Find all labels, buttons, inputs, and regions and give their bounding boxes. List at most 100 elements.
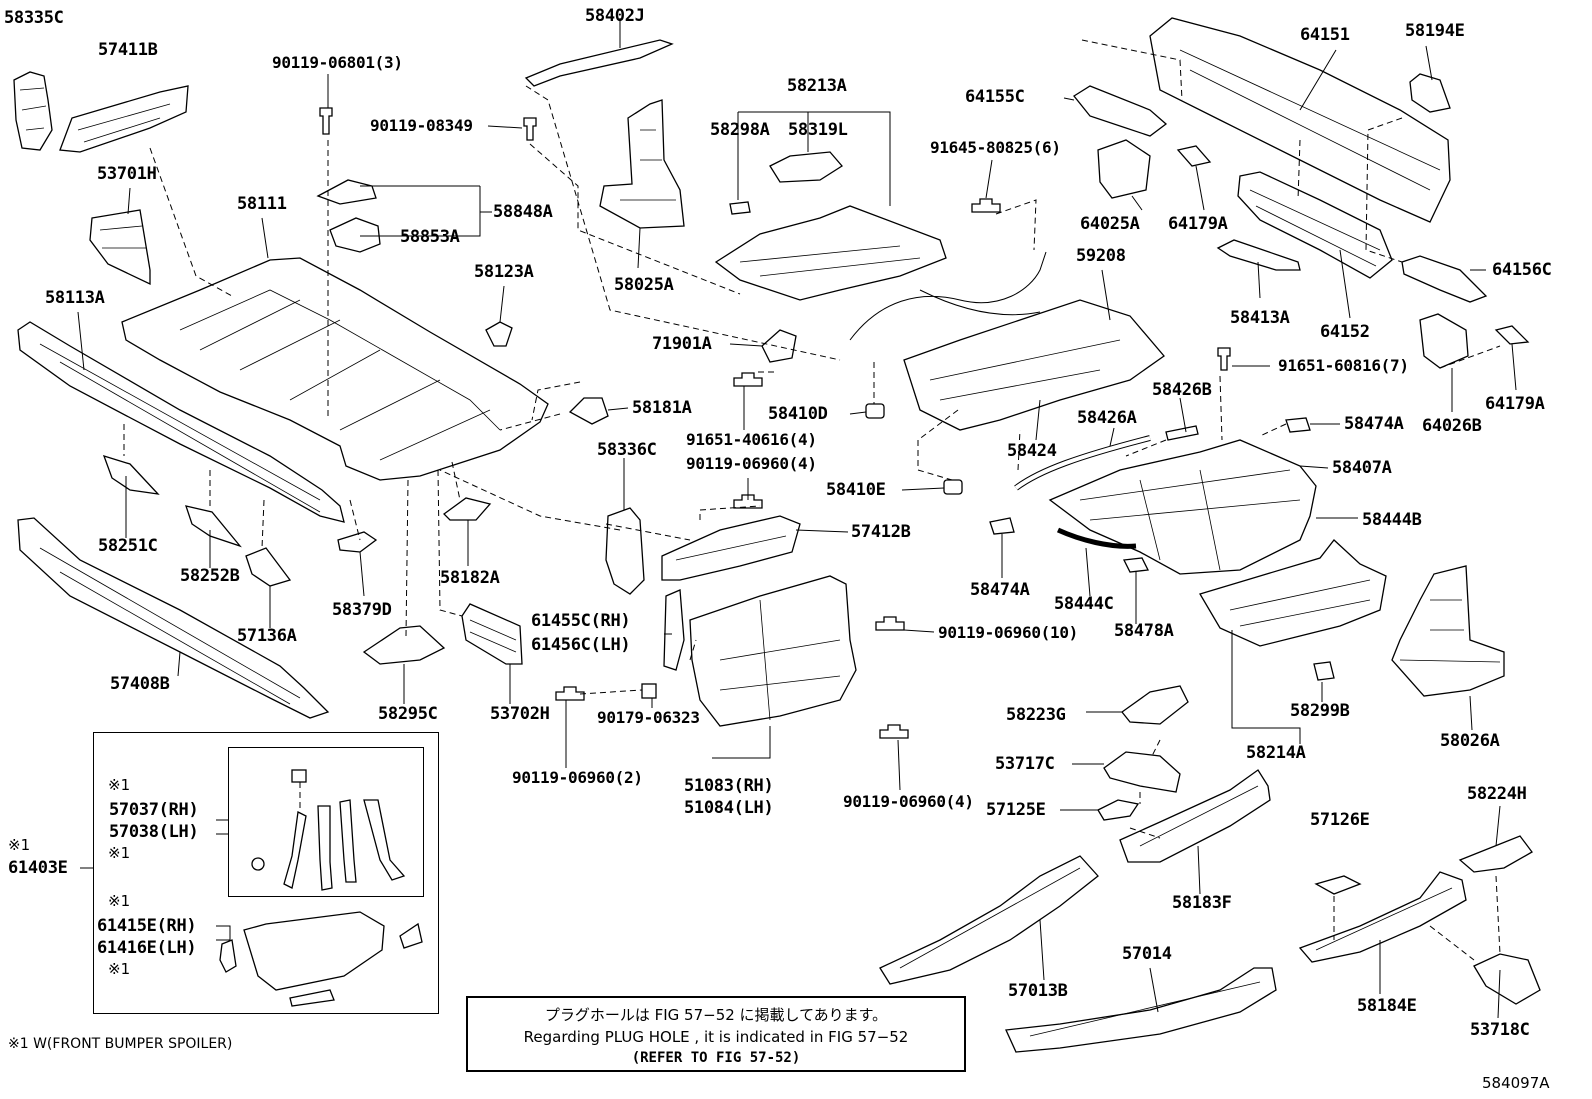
label-64156C: 64156C (1492, 260, 1552, 280)
label-64152: 64152 (1320, 322, 1370, 342)
label-64025A: 64025A (1080, 214, 1140, 234)
label-91651-40616: 91651-40616(4) (686, 430, 817, 449)
label-64155C: 64155C (965, 87, 1025, 107)
label-57037: 57037(RH) (109, 800, 199, 820)
part-58402J-shape (524, 39, 674, 87)
mark-inset-1: ※1 (108, 776, 131, 794)
clip-90179-06323-shape (641, 683, 657, 699)
label-58184E: 58184E (1357, 996, 1417, 1016)
part-58379D-shape (337, 531, 378, 553)
mark-inset-5: ※1 (108, 960, 131, 978)
part-59208-shape (849, 251, 1047, 341)
part-58111-shape (121, 257, 549, 481)
label-58410D: 58410D (768, 404, 828, 424)
label-91651-60816: 91651-60816(7) (1278, 356, 1409, 375)
note-line-refer[interactable]: (REFER TO FIG 57-52) (631, 1050, 801, 1066)
part-57126E-shape (1314, 875, 1362, 895)
label-58111: 58111 (237, 194, 287, 214)
part-58848A-shape (316, 179, 377, 205)
plug-hole-note-box: プラグホールは FIG 57−52 に掲載してあります。 Regarding P… (466, 996, 966, 1072)
label-58214A: 58214A (1246, 743, 1306, 763)
part-64179A-1-shape (1176, 145, 1212, 167)
part-58194E-shape (1409, 73, 1451, 113)
part-58295C-shape (362, 625, 446, 665)
figure-id: 584097A (1482, 1074, 1550, 1092)
label-58252B: 58252B (180, 566, 240, 586)
inset-mudguard-parts (219, 769, 423, 1007)
part-71901A-shape (761, 329, 797, 363)
label-58853A: 58853A (400, 227, 460, 247)
part-53717C-shape (1103, 751, 1181, 793)
label-64026B: 64026B (1422, 416, 1482, 436)
label-61456C: 61456C(LH) (531, 635, 631, 655)
part-57013B-shape (879, 855, 1099, 985)
label-57412B: 57412B (851, 522, 911, 542)
label-57013B: 57013B (1008, 981, 1068, 1001)
part-57411B-shape (59, 85, 189, 153)
label-90119-08349: 90119-08349 (370, 116, 473, 135)
part-58335C-shape (13, 71, 53, 151)
label-58295C: 58295C (378, 704, 438, 724)
part-58410E-shape (943, 479, 963, 495)
part-58251C-shape (102, 454, 160, 495)
part-58444C-shape (1056, 527, 1137, 549)
part-61455C-shape (663, 589, 685, 671)
label-58444B: 58444B (1362, 510, 1422, 530)
part-58319L-shape (769, 151, 843, 183)
label-58182A: 58182A (440, 568, 500, 588)
part-58299B-shape (1313, 661, 1335, 681)
label-58379D: 58379D (332, 600, 392, 620)
label-58213A: 58213A (787, 76, 847, 96)
part-58413A-shape (1216, 239, 1301, 271)
label-61415E: 61415E(RH) (97, 916, 197, 936)
bolt-90119-06960-4b-shape (879, 724, 909, 739)
label-58335C: 58335C (4, 8, 64, 28)
part-58182A-shape (443, 497, 492, 521)
part-58113A-shape (17, 321, 345, 523)
label-58426A: 58426A (1077, 408, 1137, 428)
part-58252B-shape (185, 505, 242, 548)
bolt-91651-40616-shape (733, 372, 763, 387)
label-61455C: 61455C(RH) (531, 611, 631, 631)
label-53717C: 53717C (995, 754, 1055, 774)
part-58214A-shape (1199, 539, 1387, 647)
label-57014: 57014 (1122, 944, 1172, 964)
label-53702H: 53702H (490, 704, 550, 724)
label-64179A-2: 64179A (1485, 394, 1545, 414)
part-57408B-shape (17, 517, 330, 719)
label-57408B: 57408B (110, 674, 170, 694)
label-58424: 58424 (1007, 441, 1057, 461)
label-58194E: 58194E (1405, 21, 1465, 41)
label-53701H: 53701H (97, 164, 157, 184)
mark-inset-4: ※1 (108, 892, 131, 910)
label-64179A-1: 64179A (1168, 214, 1228, 234)
label-90119-06960-10: 90119-06960(10) (938, 623, 1078, 642)
part-58474A-1-shape (1285, 417, 1311, 433)
part-58410D-shape (865, 403, 885, 419)
part-61415E-shape (243, 911, 385, 991)
label-58298A: 58298A (710, 120, 770, 140)
part-64152-shape (1237, 171, 1393, 279)
part-57125E-shape (1097, 799, 1140, 821)
label-58224H: 58224H (1467, 784, 1527, 804)
label-90119-06960-4b: 90119-06960(4) (843, 792, 974, 811)
label-57126E: 57126E (1310, 810, 1370, 830)
label-59208: 59208 (1076, 246, 1126, 266)
label-58474A-1: 58474A (1344, 414, 1404, 434)
label-58025A: 58025A (614, 275, 674, 295)
label-53718C: 53718C (1470, 1020, 1530, 1040)
label-90179-06323: 90179-06323 (597, 708, 700, 727)
part-58474A-2-shape (989, 517, 1015, 535)
label-51084: 51084(LH) (684, 798, 774, 818)
label-58478A: 58478A (1114, 621, 1174, 641)
part-64151-shape (1149, 17, 1451, 223)
bolt-90119-06960-2-shape (555, 686, 585, 701)
inset-subbox-57037 (228, 747, 424, 897)
label-61403E: 61403E (8, 858, 68, 878)
mark-inset-2: ※1 (108, 844, 131, 862)
bolt-90119-06801-shape (319, 107, 333, 135)
label-90119-06801: 90119-06801(3) (272, 53, 403, 72)
note-line-english: Regarding PLUG HOLE , it is indicated in… (523, 1028, 909, 1046)
part-58407A-shape (1048, 439, 1317, 575)
